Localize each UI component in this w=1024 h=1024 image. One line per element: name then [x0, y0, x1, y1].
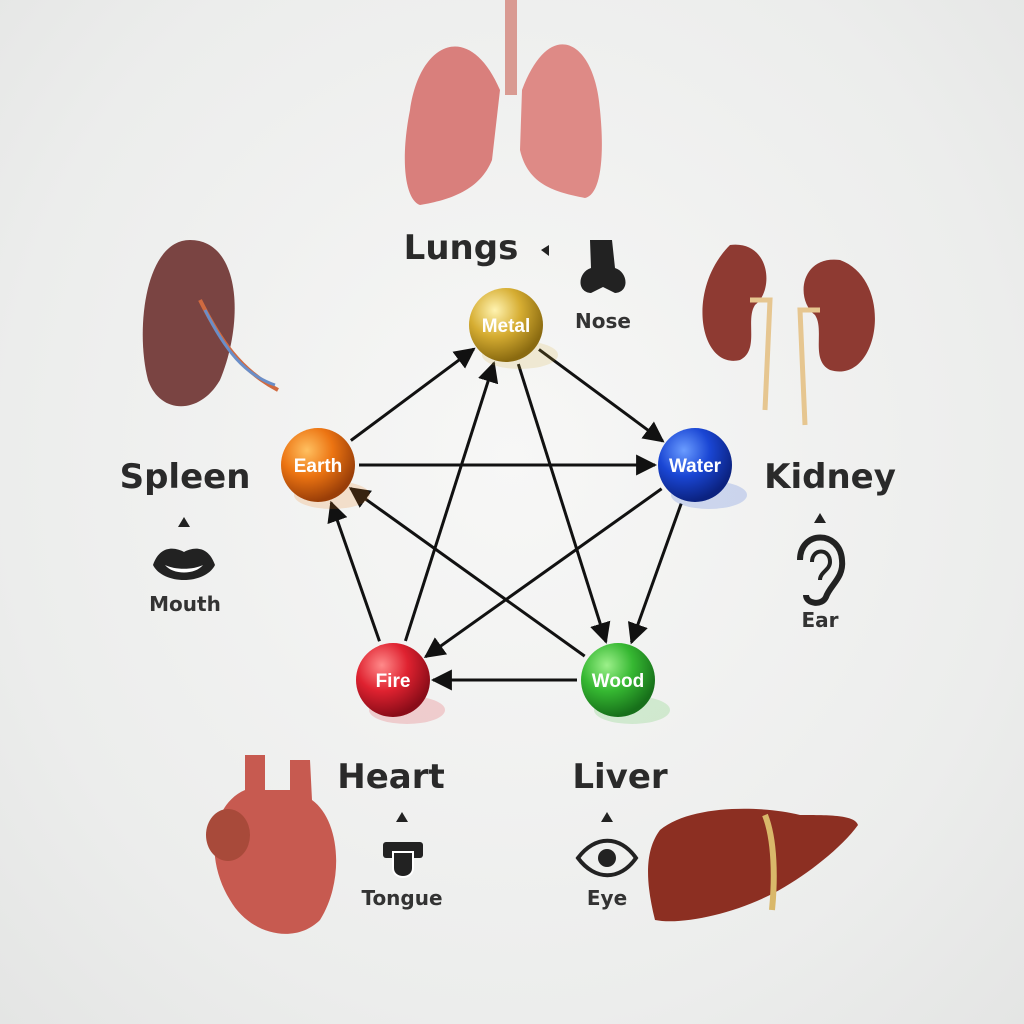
kidneys-illustration [702, 244, 875, 426]
earth-sphere [281, 428, 355, 502]
fire-label: Fire [376, 671, 411, 692]
controlling-arrow-water-to-fire [423, 487, 663, 659]
element-node-earth: Earth [281, 428, 370, 509]
generating-arrow-earth-to-metal [349, 347, 476, 442]
generating-arrow-fire-to-earth [327, 500, 381, 642]
nose-icon [580, 240, 626, 293]
spleen-illustration [142, 240, 279, 407]
water-label: Water [669, 456, 722, 477]
generating-arrow-water-to-wood [627, 503, 683, 645]
generating-arrow-metal-to-water [538, 348, 665, 443]
pointer-triangle-icon [396, 812, 408, 822]
element-node-fire: Fire [356, 643, 445, 724]
sense-label-mouth: Mouth [149, 592, 221, 616]
heart-illustration [206, 755, 337, 934]
pointer-triangle-icon [814, 513, 826, 523]
pointer-triangle-icon [601, 812, 613, 822]
tongue-icon [383, 842, 423, 878]
metal-label: Metal [482, 316, 531, 337]
organ-label-kidney: Kidney [764, 457, 896, 497]
sense-label-eye: Eye [586, 886, 628, 910]
organ-label-liver: Liver [572, 757, 668, 797]
organ-label-heart: Heart [337, 757, 445, 797]
sense-label-ear: Ear [801, 608, 839, 632]
sense-label-nose: Nose [575, 309, 631, 333]
mouth-icon [153, 548, 215, 580]
lungs-illustration [404, 0, 602, 206]
wood-label: Wood [592, 671, 644, 692]
element-node-metal: Metal [469, 288, 558, 369]
controlling-arrow-fire-to-metal [404, 361, 499, 642]
element-node-water: Water [658, 428, 747, 509]
ear-icon [797, 534, 846, 606]
metal-sphere [469, 288, 543, 362]
element-node-wood: Wood [581, 643, 670, 724]
eye-icon [575, 838, 639, 878]
liver-illustration [648, 808, 858, 922]
earth-label: Earth [294, 456, 343, 477]
controlling-arrow-wood-to-earth [348, 487, 586, 658]
water-sphere [658, 428, 732, 502]
organ-label-spleen: Spleen [119, 457, 251, 497]
arrows-layer [327, 347, 683, 691]
pointer-triangle-icon [178, 517, 190, 527]
sense-label-tongue: Tongue [361, 886, 443, 910]
wood-sphere [581, 643, 655, 717]
controlling-arrow-metal-to-wood [516, 363, 611, 644]
fire-sphere [356, 643, 430, 717]
pointer-triangle-icon [541, 245, 549, 256]
organ-label-lungs: Lungs [403, 228, 519, 268]
